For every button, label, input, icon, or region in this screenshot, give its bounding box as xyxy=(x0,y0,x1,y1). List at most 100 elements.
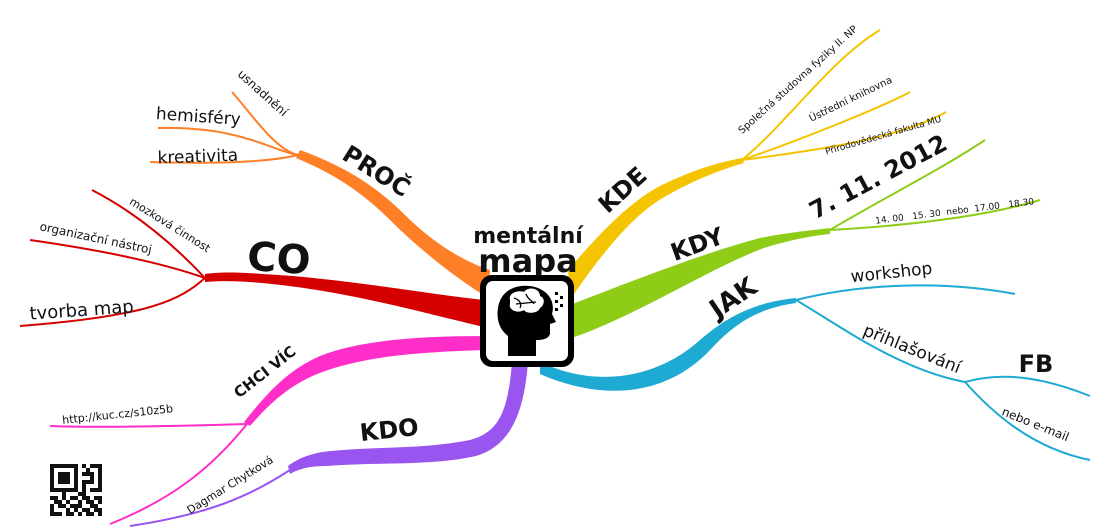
sub-line-dagmar xyxy=(129,469,291,527)
qr-module xyxy=(66,512,70,516)
branch-chci-label: CHCI VÍC xyxy=(230,342,300,402)
sub-line-studovna xyxy=(741,29,881,161)
qr-module xyxy=(78,512,82,516)
qr-module xyxy=(66,464,70,468)
qr-module xyxy=(78,492,82,496)
qr-module xyxy=(82,508,86,512)
qr-module xyxy=(98,500,102,504)
qr-module xyxy=(98,480,102,484)
qr-module xyxy=(86,480,90,484)
sub-line-mozkova xyxy=(91,189,206,279)
sub-line-times xyxy=(829,199,1041,231)
qr-module xyxy=(82,496,86,500)
qr-module xyxy=(54,488,58,492)
qr-module xyxy=(74,484,78,488)
qr-module xyxy=(90,472,94,476)
qr-module xyxy=(98,476,102,480)
qr-module xyxy=(86,512,90,516)
qr-module xyxy=(94,464,98,468)
qr-module xyxy=(90,512,94,516)
sub-line-fb xyxy=(964,375,1091,397)
qr-module xyxy=(62,488,66,492)
qr-module xyxy=(74,504,78,508)
qr-module xyxy=(82,492,86,496)
qr-module xyxy=(86,468,90,472)
qr-module xyxy=(98,488,102,492)
qr-module xyxy=(98,496,102,500)
qr-module xyxy=(74,480,78,484)
jak-child-workshop: workshop xyxy=(850,259,934,287)
sub-line-organizacni xyxy=(29,239,206,279)
sub-line-hemisfery xyxy=(157,126,299,156)
qr-module xyxy=(82,464,86,468)
sub-line-url xyxy=(49,423,248,428)
qr-module xyxy=(94,504,98,508)
qr-module xyxy=(70,464,74,468)
qr-module xyxy=(94,496,98,500)
qr-module xyxy=(62,464,66,468)
qr-module xyxy=(58,480,62,484)
qr-module xyxy=(50,472,54,476)
qr-module xyxy=(58,476,62,480)
qr-module xyxy=(62,480,66,484)
qr-module xyxy=(62,504,66,508)
branch-proc xyxy=(296,150,490,298)
qr-module xyxy=(66,488,70,492)
proc-child-usnadneni: usnadnění xyxy=(235,67,291,120)
proc-child-hemisfery: hemisféry xyxy=(155,104,241,130)
jak-child-prihlasovani: přihlašování xyxy=(860,321,965,379)
qr-module xyxy=(74,468,78,472)
qr-module xyxy=(98,508,102,512)
qr-module xyxy=(70,488,74,492)
branch-chci xyxy=(244,336,486,426)
qr-module xyxy=(74,496,78,500)
qr-module xyxy=(66,500,70,504)
qr-module xyxy=(58,504,62,508)
qr-module xyxy=(90,488,94,492)
kdy-times: 14. 00 15. 30 nebo 17.00 18.30 xyxy=(875,197,1035,226)
sub-line-knihovna xyxy=(741,91,911,161)
qr-module xyxy=(54,500,58,504)
jak-sub-fb: FB xyxy=(1019,350,1054,378)
qr-module xyxy=(50,476,54,480)
qr-module xyxy=(90,476,94,480)
branch-kdo-label: KDO xyxy=(358,413,420,447)
qr-module xyxy=(50,508,54,512)
qr-module xyxy=(50,488,54,492)
sub-line-qr xyxy=(109,423,248,525)
qr-module xyxy=(82,488,86,492)
qr-module xyxy=(98,468,102,472)
qr-module xyxy=(74,472,78,476)
qr-module xyxy=(50,480,54,484)
qr-module xyxy=(90,464,94,468)
qr-module xyxy=(98,472,102,476)
qr-module xyxy=(50,512,54,516)
qr-module xyxy=(74,464,78,468)
branch-co-label: CO xyxy=(246,234,312,284)
qr-module xyxy=(62,492,66,496)
center-title-line2: mapa xyxy=(478,242,577,280)
qr-module xyxy=(98,464,102,468)
qr-module xyxy=(62,472,66,476)
branch-kdy xyxy=(570,228,830,338)
chci-child-url: http://kuc.cz/s10z5b xyxy=(62,402,174,427)
qr-module xyxy=(50,468,54,472)
qr-module xyxy=(82,480,86,484)
qr-module xyxy=(54,512,58,516)
qr-module xyxy=(66,480,70,484)
qr-module xyxy=(74,476,78,480)
qr-module xyxy=(74,508,78,512)
qr-module xyxy=(62,496,66,500)
qr-module xyxy=(66,472,70,476)
branch-jak xyxy=(540,298,796,391)
branch-co xyxy=(205,272,484,327)
qr-module xyxy=(70,504,74,508)
qr-module xyxy=(50,464,54,468)
co-child-tvorba: tvorba map xyxy=(29,296,135,324)
qr-module xyxy=(70,512,74,516)
qr-module xyxy=(86,472,90,476)
qr-module xyxy=(98,512,102,516)
qr-module xyxy=(74,488,78,492)
qr-code xyxy=(50,464,102,516)
